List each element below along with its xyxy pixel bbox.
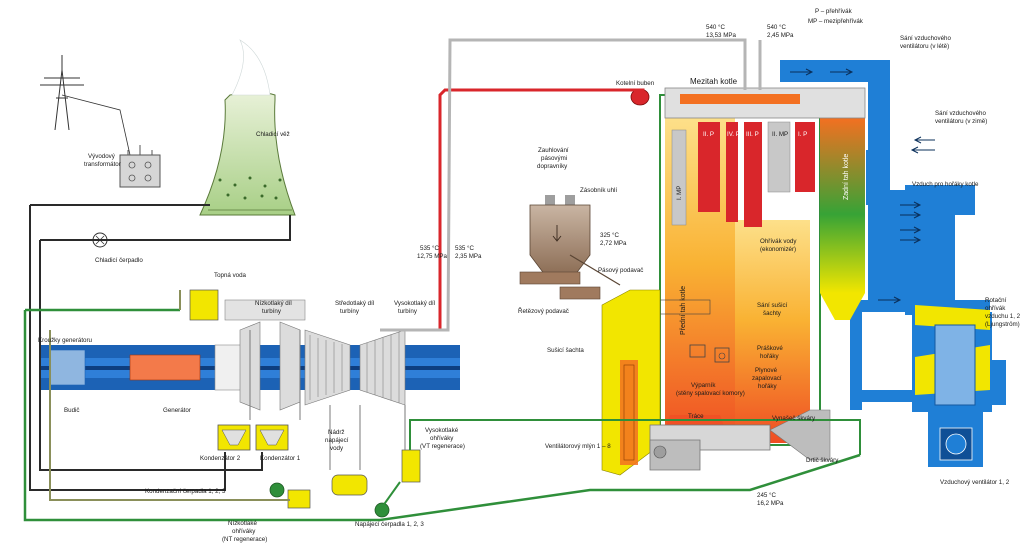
label-gas-burners-1: Plynové: [755, 367, 778, 374]
label-air-preheater-3: vzduchu 1, 2: [985, 313, 1021, 320]
label-air-preheater-4: (Ljungström): [985, 321, 1020, 328]
label-feed-tank-1: Nádrž: [328, 429, 345, 436]
label-air-preheater-1: Rotační: [985, 297, 1007, 304]
label-dust-burners-2: hořáky: [760, 353, 779, 360]
readout-hp-inlet-press: 12,75 MPa: [417, 253, 447, 260]
label-hp-turbine-1: Vysokotlaký díl: [394, 300, 435, 307]
mills-and-slag: [649, 409, 831, 471]
readout-mp-inlet-temp: 535 °C: [455, 245, 475, 252]
label-feed-tank-2: napájecí: [325, 437, 349, 444]
label-air-fans: Vzduchový ventilátor 1, 2: [940, 479, 1010, 486]
readout-feed-temp: 245 °C: [757, 492, 777, 499]
readout-rh-in-temp: 325 °C: [600, 232, 620, 239]
label-cooling-tower: Chladicí věž: [256, 131, 290, 138]
label-lp-heaters-1: Nízkotlaké: [228, 520, 257, 527]
pipes: [23, 38, 861, 522]
label-hp-heaters-1: Vysokotlaké: [425, 427, 459, 434]
label-lp-heaters-2: ohříváky: [232, 528, 256, 535]
label-coal-feed-1: Zauhlování: [538, 147, 569, 154]
label-mp-turbine-2: turbíny: [340, 308, 360, 315]
label-lp-turbine-2: turbíny: [262, 308, 282, 315]
readout-mp-inlet-press: 2,35 MPa: [455, 253, 482, 260]
transmission-pylon: [40, 55, 131, 156]
label-boiler-front-pass: Přední tah kotle: [680, 286, 687, 335]
air-ducts: [780, 60, 1006, 467]
label-condenser-2: Kondenzátor 2: [200, 455, 241, 462]
drying-shafts: [601, 289, 661, 476]
label-boiler-crossover: Mezitah kotle: [690, 77, 738, 86]
readout-rh-steam-press: 2,45 MPa: [767, 32, 794, 39]
label-evaporator-1: Výparník: [691, 382, 716, 389]
label-hp-heaters-2: ohříváky: [430, 435, 454, 442]
label-generator: Generátor: [163, 407, 191, 414]
label-heating-water: Topná voda: [214, 272, 247, 279]
label-winter-intake-2: ventilátoru (v zimě): [935, 118, 987, 125]
label-summer-intake-1: Sání vzduchového: [900, 35, 951, 42]
label-belt-feeder: Pásový podavač: [598, 267, 643, 274]
label-boiler-rear-pass: Zadní tah kotle: [843, 154, 850, 200]
label-dust-burners-1: Práškové: [757, 345, 783, 352]
label-hp-turbine-2: turbíny: [398, 308, 418, 315]
label-economizer-2: (ekonomizér): [760, 246, 796, 253]
label-gas-burners-2: zapalovací: [752, 375, 782, 382]
label-gas-burners-3: hořáky: [758, 383, 777, 390]
label-condensate-pumps: Kondenzační čerpadla 1, 2, 3: [145, 488, 226, 495]
boiler: [630, 87, 866, 446]
label-feed-tank-3: vody: [330, 445, 344, 452]
label-slag-removal: Vynašeč škváry: [772, 415, 816, 422]
label-burner-air: Vzduch pro hořáky kotle: [912, 181, 979, 188]
readout-feed-press: 16,2 MPa: [757, 500, 784, 507]
label-summer-intake-2: ventilátoru (v létě): [900, 43, 949, 50]
label-drying-shaft-suction-2: šachty: [763, 310, 782, 317]
label-rh-ii: II. MP: [772, 131, 788, 138]
label-cooling-pump: Chladicí čerpadlo: [95, 257, 143, 264]
label-air-preheater-2: ohřívák: [985, 305, 1006, 312]
label-exciter: Budič: [64, 407, 79, 414]
label-economizer-1: Ohřívák vody: [760, 238, 797, 245]
label-evaporator-2: (stěny spalovací komory): [676, 390, 745, 397]
label-sh-iii: III. P: [746, 131, 759, 138]
readout-hp-inlet-temp: 535 °C: [420, 245, 440, 252]
label-output-transformer-2: transformátor: [84, 161, 121, 168]
label-generator-rings: Kroužky generátoru: [38, 337, 93, 344]
regeneration: [92, 232, 421, 518]
output-transformer: [119, 145, 161, 188]
readout-rh-steam-temp: 540 °C: [767, 24, 787, 31]
readout-hp-steam-press: 13,53 MPa: [706, 32, 736, 39]
label-coal-feed-3: dopravníky: [537, 163, 568, 170]
label-coal-feed-2: pásovými: [541, 155, 567, 162]
label-mills: Ventilátorový mlýn 1 – 8: [545, 443, 611, 450]
label-winter-intake-1: Sání vzduchového: [935, 110, 986, 117]
label-drag-feeder: Řetězový podavač: [518, 307, 569, 315]
coal-bunker: [519, 195, 621, 300]
label-lp-turbine-1: Nízkotlaký díl: [255, 300, 292, 307]
label-sh-i: I. P: [798, 131, 807, 138]
readout-hp-steam-temp: 540 °C: [706, 24, 726, 31]
label-lp-heaters-3: (NT regenerace): [222, 536, 267, 543]
label-drying-shaft-suction-1: Sání sušicí: [757, 302, 788, 309]
label-coal-bunker: Zásobník uhlí: [580, 187, 617, 194]
legend-line-1: P – přehřívák: [815, 8, 853, 15]
label-slag: Tráce: [688, 413, 704, 420]
label-output-transformer-1: Vývodový: [88, 153, 116, 160]
legend-line-2: MP – mezipřehřívák: [808, 18, 864, 25]
label-sh-ii: II. P: [703, 131, 714, 138]
label-rh-i: I. MP: [676, 186, 683, 200]
label-condenser-1: Kondenzátor 1: [260, 455, 301, 462]
label-sh-iv: IV. P: [727, 131, 740, 138]
label-slag-crusher: Drtič škváry: [806, 457, 839, 464]
label-mp-turbine-1: Středotlaký díl: [335, 300, 374, 307]
readout-rh-in-press: 2,72 MPa: [600, 240, 627, 247]
condensers: [217, 424, 289, 451]
cooling-tower: [199, 39, 296, 216]
label-boiler-drum: Kotelní buben: [616, 80, 655, 87]
label-feed-pumps: Napájecí čerpadla 1, 2, 3: [355, 521, 424, 528]
label-drying-shaft: Sušicí šachta: [547, 347, 584, 354]
label-hp-heaters-3: (VT regenerace): [420, 443, 465, 450]
